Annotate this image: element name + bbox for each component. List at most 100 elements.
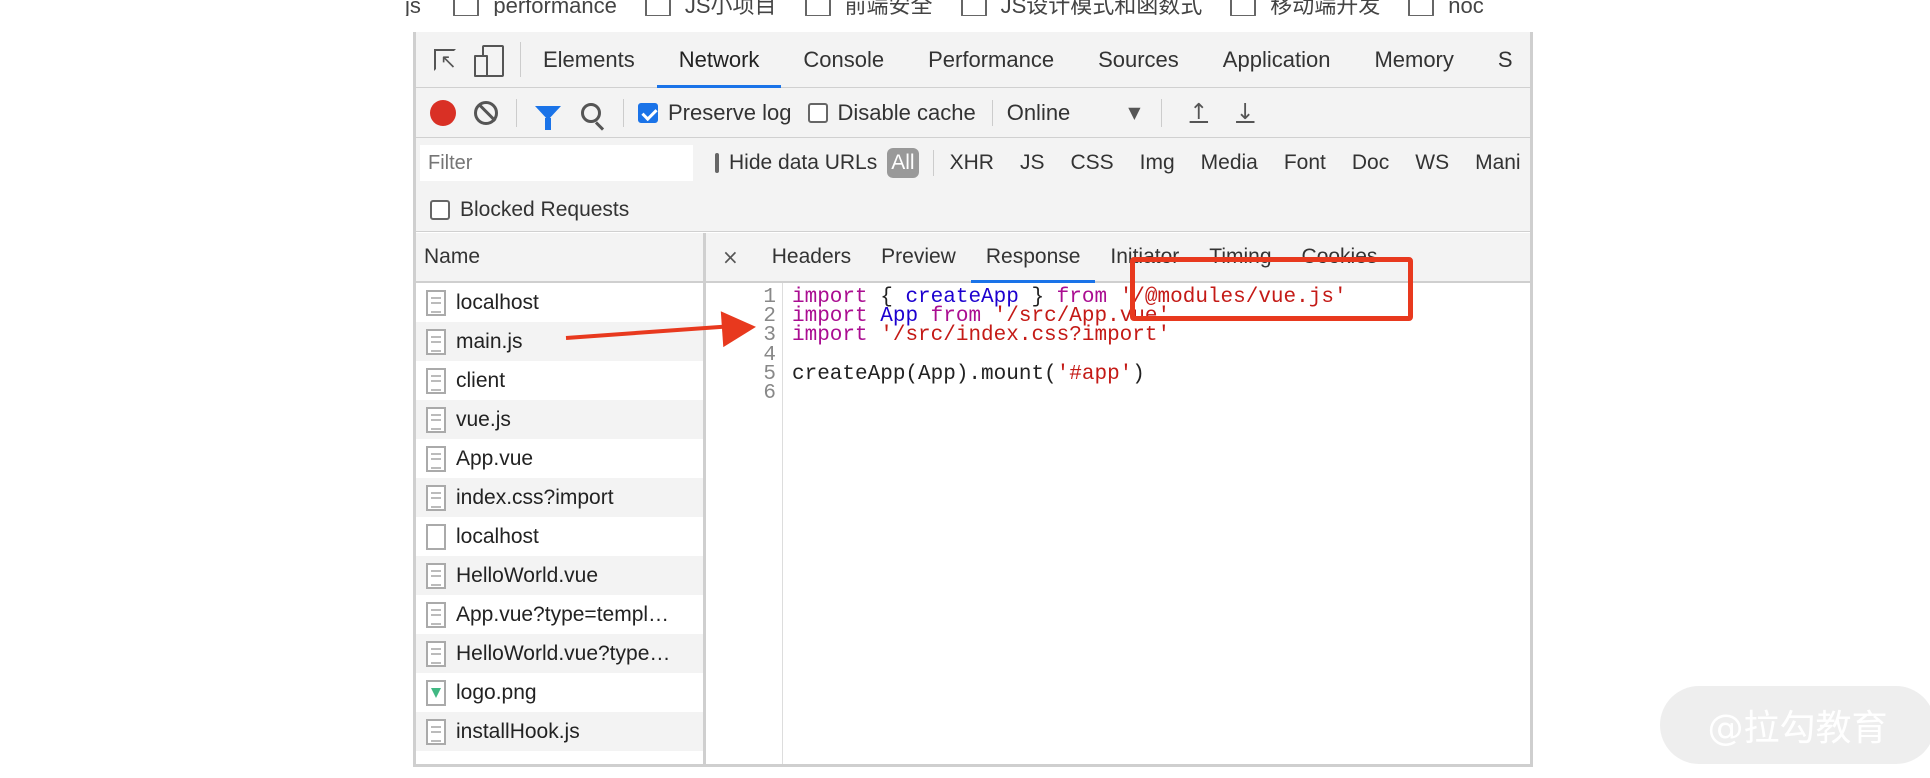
- filter-chip-js[interactable]: JS: [1019, 151, 1045, 174]
- line-text: createApp(App).mount('#app'): [792, 363, 1145, 387]
- bookmarks-bar: js performance JS小项目 前端安全 JS设计模式和函数式 移动端开发 no…: [405, 0, 1545, 16]
- folder-icon: [453, 0, 480, 16]
- doc-icon: [426, 367, 446, 394]
- clear-icon[interactable]: [474, 100, 498, 125]
- filter-chip-xhr[interactable]: XHR: [949, 151, 994, 174]
- preserve-log-checkbox[interactable]: [638, 102, 658, 123]
- detail-tab-response[interactable]: Response: [970, 233, 1096, 283]
- detail-tab-preview[interactable]: Preview: [881, 245, 956, 268]
- tab-memory[interactable]: Memory: [1374, 46, 1454, 72]
- filter-chip-font[interactable]: Font: [1283, 151, 1326, 174]
- tab-application[interactable]: Application: [1222, 46, 1331, 72]
- detail-tab-headers[interactable]: Headers: [771, 245, 852, 268]
- import-har-icon[interactable]: ↑: [1189, 100, 1209, 125]
- bookmark-item[interactable]: JS小项目: [644, 0, 777, 16]
- detail-tab-initiator[interactable]: Initiator: [1110, 245, 1180, 268]
- name-column-header[interactable]: Name: [416, 233, 703, 283]
- hide-data-urls-checkbox[interactable]: [715, 153, 719, 173]
- request-row[interactable]: vue.js: [416, 400, 703, 439]
- tab-s[interactable]: S: [1497, 46, 1513, 72]
- close-icon[interactable]: ×: [722, 245, 739, 269]
- folder-icon: [644, 0, 671, 16]
- doc-icon: [426, 718, 446, 745]
- tab-elements[interactable]: Elements: [543, 46, 635, 72]
- doc-icon: [426, 406, 446, 433]
- code-token: }: [1018, 286, 1057, 309]
- bookmark-label: JS设计模式和函数式: [1000, 0, 1203, 16]
- hide-data-urls-label: Hide data URLs: [729, 151, 878, 174]
- code-token: App: [880, 305, 919, 328]
- detail-tab-timing[interactable]: Timing: [1209, 245, 1272, 268]
- filter-icon[interactable]: [535, 105, 561, 130]
- request-row[interactable]: localhost: [416, 283, 703, 322]
- bookmark-item[interactable]: JS设计模式和函数式: [960, 0, 1203, 16]
- request-row[interactable]: App.vue: [416, 439, 703, 478]
- filter-chip-img[interactable]: Img: [1139, 151, 1175, 174]
- tab-sources[interactable]: Sources: [1098, 46, 1179, 72]
- device-toolbar-icon[interactable]: [474, 44, 504, 77]
- inspect-element-icon[interactable]: [432, 47, 458, 73]
- filter-bar: Hide data URLs All XHR JS CSS Img Media Font Do…: [416, 138, 1530, 188]
- request-row[interactable]: HelloWorld.vue?type…: [416, 634, 703, 673]
- export-har-icon[interactable]: ↓: [1236, 100, 1255, 125]
- request-row[interactable]: HelloWorld.vue: [416, 556, 703, 595]
- request-name: HelloWorld.vue?type…: [456, 641, 671, 665]
- bookmark-label: performance: [493, 0, 617, 16]
- line-number-gutter: [706, 283, 783, 764]
- bookmark-label: 前端安全: [844, 0, 933, 16]
- filter-input[interactable]: [420, 145, 693, 181]
- line-number: 5: [763, 363, 776, 386]
- request-name: App.vue?type=templ…: [456, 602, 670, 626]
- request-name: installHook.js: [456, 719, 580, 743]
- code-token: createApp: [905, 286, 1019, 309]
- doc-icon: [426, 445, 446, 472]
- search-icon[interactable]: [581, 102, 601, 123]
- code-token: '/@modules/vue.js': [1119, 286, 1347, 309]
- filter-chip-media[interactable]: Media: [1200, 151, 1258, 174]
- bookmark-item[interactable]: noc: [1408, 0, 1484, 16]
- filter-chip-doc[interactable]: Doc: [1351, 151, 1390, 174]
- tab-network[interactable]: Network: [656, 32, 782, 88]
- line-number: 1: [763, 286, 776, 309]
- bookmark-label: noc: [1448, 0, 1484, 16]
- filter-chip-ws[interactable]: WS: [1415, 151, 1450, 174]
- type-filter-chips: All XHR JS CSS Img Media Font Doc WS Mani: [887, 148, 1530, 178]
- request-name: vue.js: [456, 407, 511, 431]
- doc-icon: [426, 484, 446, 511]
- detail-tab-list: Headers Preview Response Initiator Timing Coo…: [757, 233, 1393, 283]
- request-row[interactable]: main.js: [416, 322, 703, 361]
- filter-chip-mani[interactable]: Mani: [1475, 151, 1521, 174]
- detail-tab-cookies[interactable]: Cookies: [1301, 245, 1378, 268]
- line-number: 2: [763, 305, 776, 328]
- blocked-requests-bar: Blocked Requests: [416, 188, 1530, 232]
- throttling-select[interactable]: Online ▼: [991, 99, 1141, 126]
- request-row[interactable]: logo.png: [416, 673, 703, 712]
- line-number: 6: [763, 382, 776, 405]
- request-row[interactable]: localhost: [416, 517, 703, 556]
- bookmark-item[interactable]: performance: [453, 0, 617, 16]
- throttling-value: Online: [1006, 99, 1071, 125]
- request-name: HelloWorld.vue: [456, 563, 599, 587]
- request-row[interactable]: index.css?import: [416, 478, 703, 517]
- doc-icon: [426, 640, 446, 667]
- folder-icon: [804, 0, 831, 16]
- request-row[interactable]: installHook.js: [416, 712, 703, 751]
- filter-chip-css[interactable]: CSS: [1070, 151, 1114, 174]
- request-name: logo.png: [456, 680, 537, 704]
- filter-chip-all[interactable]: All: [887, 148, 919, 178]
- request-row[interactable]: client: [416, 361, 703, 400]
- disable-cache-checkbox[interactable]: [807, 102, 828, 123]
- bookmark-fragment: js: [405, 0, 421, 16]
- request-row[interactable]: App.vue?type=templ…: [416, 595, 703, 634]
- tab-console[interactable]: Console: [803, 46, 885, 72]
- toolbar-divider: [516, 98, 517, 127]
- bookmark-item[interactable]: 前端安全: [804, 0, 933, 16]
- bookmark-item[interactable]: 移动端开发: [1230, 0, 1380, 16]
- folder-icon: [1230, 0, 1257, 16]
- record-icon[interactable]: [430, 99, 456, 126]
- tab-performance[interactable]: Performance: [928, 46, 1055, 72]
- blocked-requests-checkbox[interactable]: [430, 199, 450, 220]
- devtools-panel: Elements Network Console Performance Sources…: [413, 32, 1533, 767]
- line-text: import App from '/src/App.vue': [792, 305, 1170, 329]
